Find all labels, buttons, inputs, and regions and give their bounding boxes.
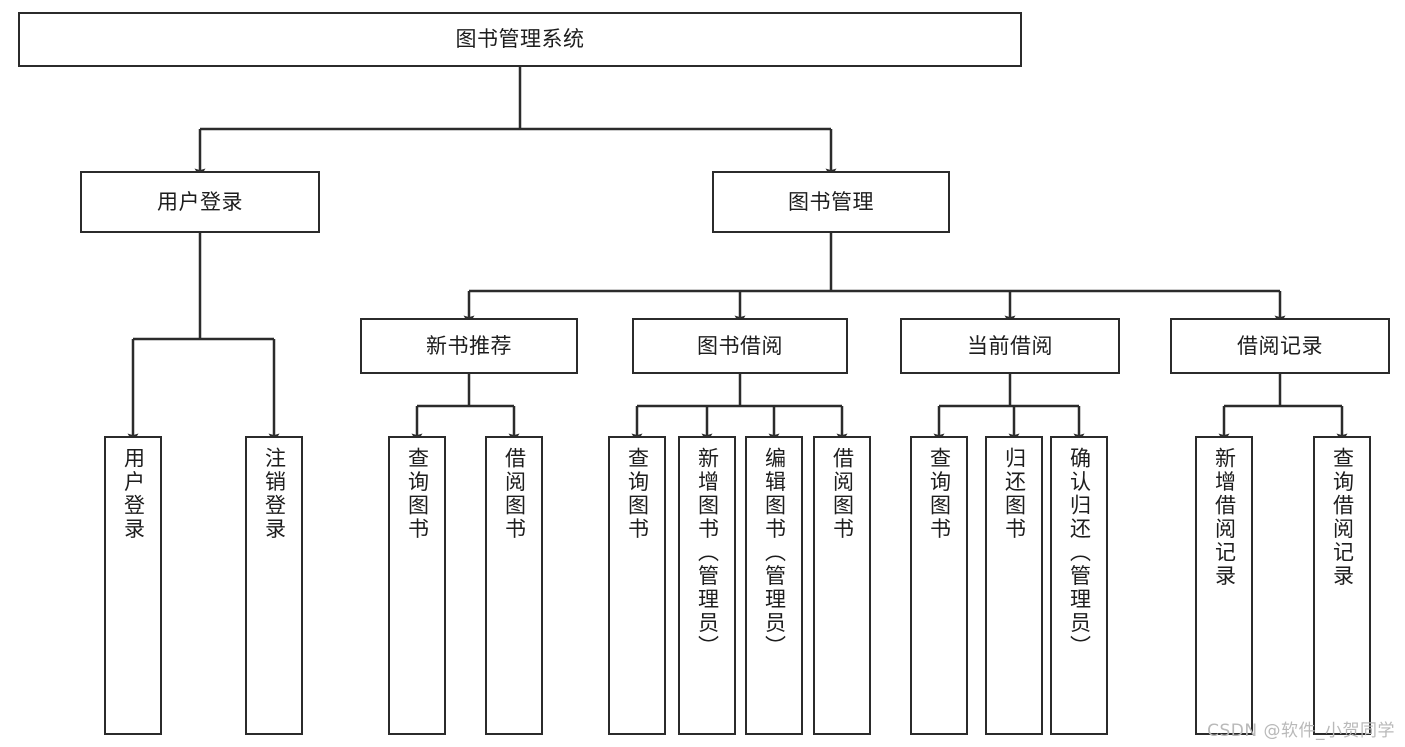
node-label: 图书借阅 <box>697 333 783 358</box>
node-label: 新增借阅记录 <box>1212 447 1237 588</box>
node-l-editbook[interactable]: 编辑图书（管理员） <box>745 436 803 735</box>
node-label: 借阅图书 <box>830 447 855 541</box>
node-label: 用户登录 <box>121 447 146 541</box>
node-l-addbook[interactable]: 新增图书（管理员） <box>678 436 736 735</box>
node-l-confirm[interactable]: 确认归还（管理员） <box>1050 436 1108 735</box>
node-label: 查询图书 <box>405 447 430 541</box>
node-l-userlogin[interactable]: 用户登录 <box>104 436 162 735</box>
node-label: 借阅图书 <box>502 447 527 541</box>
node-login[interactable]: 用户登录 <box>80 171 320 233</box>
node-borrow[interactable]: 图书借阅 <box>632 318 848 374</box>
node-l-addrec[interactable]: 新增借阅记录 <box>1195 436 1253 735</box>
node-label: 查询借阅记录 <box>1330 447 1355 588</box>
node-l-borrowbk2[interactable]: 借阅图书 <box>813 436 871 735</box>
node-l-logout[interactable]: 注销登录 <box>245 436 303 735</box>
node-root[interactable]: 图书管理系统 <box>18 12 1022 67</box>
csdn-watermark: CSDN @软件_小贺同学 <box>1207 721 1395 741</box>
node-label: 新增图书（管理员） <box>695 447 720 659</box>
node-label: 新书推荐 <box>426 333 512 358</box>
node-label: 借阅记录 <box>1237 333 1323 358</box>
node-record[interactable]: 借阅记录 <box>1170 318 1390 374</box>
node-label: 查询图书 <box>625 447 650 541</box>
node-l-returnbk[interactable]: 归还图书 <box>985 436 1043 735</box>
node-label: 图书管理系统 <box>455 27 585 52</box>
node-l-queryrec[interactable]: 查询借阅记录 <box>1313 436 1371 735</box>
node-label: 确认归还（管理员） <box>1067 447 1092 659</box>
node-label: 归还图书 <box>1002 447 1027 541</box>
node-label: 当前借阅 <box>967 333 1053 358</box>
node-current[interactable]: 当前借阅 <box>900 318 1120 374</box>
node-label: 用户登录 <box>157 189 243 214</box>
node-label: 图书管理 <box>788 189 874 214</box>
node-label: 查询图书 <box>927 447 952 541</box>
node-l-querybook1[interactable]: 查询图书 <box>388 436 446 735</box>
node-newbook[interactable]: 新书推荐 <box>360 318 578 374</box>
node-l-querybook2[interactable]: 查询图书 <box>608 436 666 735</box>
node-l-borrowbk1[interactable]: 借阅图书 <box>485 436 543 735</box>
node-label: 编辑图书（管理员） <box>762 447 787 659</box>
node-label: 注销登录 <box>262 447 287 541</box>
node-bookmgmt[interactable]: 图书管理 <box>712 171 950 233</box>
node-l-querybook3[interactable]: 查询图书 <box>910 436 968 735</box>
